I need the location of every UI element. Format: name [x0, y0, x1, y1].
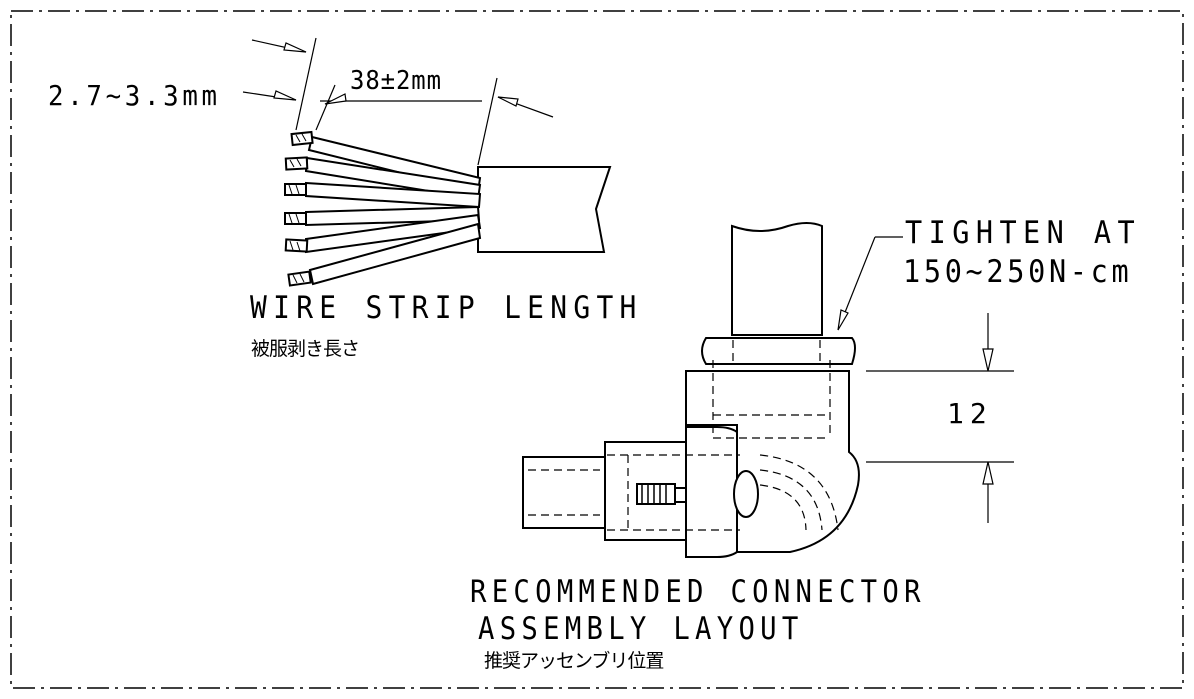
assembly-title-line1: RECOMMENDED CONNECTOR	[470, 574, 926, 610]
wire-strip-title-jp: 被服剥き長さ	[251, 338, 360, 360]
sheet-border	[10, 10, 1184, 689]
hex-nut	[701, 337, 856, 365]
insulation-dimension-label: 2.7~3.3mm	[48, 79, 221, 112]
hidden-lines	[528, 340, 839, 531]
wire-4-strand	[284, 212, 307, 225]
screw-head	[674, 487, 687, 503]
terminal-knob	[733, 470, 759, 518]
connector-nose	[522, 456, 606, 529]
wire-2-strand	[284, 156, 309, 171]
wire-5-strand	[284, 238, 309, 253]
strip-dimensions	[242, 37, 554, 166]
wire-1-strand	[290, 130, 314, 147]
torque-label-line1: TIGHTEN AT	[905, 215, 1142, 251]
wire-3-strand	[284, 183, 307, 196]
cable-jacket	[477, 166, 612, 253]
strip-length-dimension-label: 38±2mm	[350, 66, 442, 96]
upper-cable	[731, 222, 823, 336]
screw-threads	[641, 484, 667, 504]
wire-6	[308, 222, 482, 286]
wire-bundle	[284, 130, 612, 287]
front-flange	[685, 426, 738, 558]
height-dimension	[866, 313, 1014, 523]
assembly-title-jp: 推奨アッセンブリ位置	[484, 650, 664, 672]
strand-hatching	[288, 133, 307, 284]
height-dimension-label: 12	[947, 397, 993, 430]
connector-assembly	[522, 222, 860, 558]
torque-label-line2: 150~250N-cm	[903, 254, 1133, 290]
wire-strip-title: WIRE STRIP LENGTH	[250, 290, 643, 326]
torque-leader	[837, 236, 903, 331]
elbow-body	[685, 370, 860, 553]
assembly-title-line2: ASSEMBLY LAYOUT	[478, 611, 804, 647]
wire-6-strand	[287, 270, 312, 287]
